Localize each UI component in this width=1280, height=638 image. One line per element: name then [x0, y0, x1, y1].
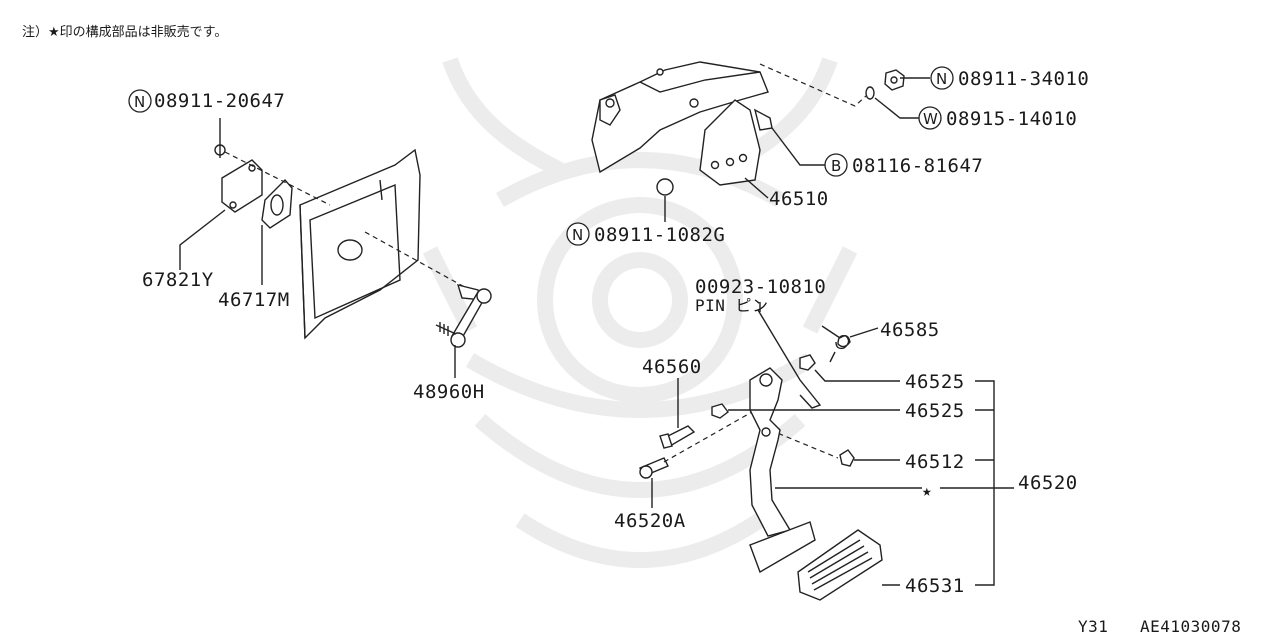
label-67821Y: 67821Y [142, 269, 214, 291]
firewall-panel [299, 148, 421, 340]
label-08915-14010: 08915-14010 [946, 108, 1077, 130]
star-mark: ★ [922, 481, 932, 500]
leader-46510 [744, 177, 769, 199]
leader-dash-rod [364, 231, 471, 291]
label-prefix: N [134, 93, 145, 111]
label-08911-20647: 08911-20647 [154, 90, 285, 112]
part-46560-bolt [659, 425, 696, 449]
footer-model: Y31 [1078, 617, 1108, 636]
label-46525-a: 46525 [905, 371, 965, 393]
part-48960H-bracket [435, 284, 492, 348]
label-prefix: B [831, 157, 841, 175]
part-46512-stopper [839, 449, 855, 467]
label-08911-34010: 08911-34010 [958, 68, 1089, 90]
leader-08915-14010 [874, 97, 920, 119]
part-nut-08911-1082G [656, 178, 674, 196]
label-46512: 46512 [905, 451, 965, 473]
note-text: 注）★印の構成部品は非販売です。 [22, 24, 227, 40]
label-prefix: W [923, 110, 938, 128]
leader-dash-stopper [769, 429, 839, 459]
label-prefix: N [936, 70, 947, 88]
label-48960H: 48960H [413, 381, 485, 403]
n-circle-icon [128, 89, 152, 113]
label-prefix: N [572, 226, 583, 244]
b-circle-icon [824, 153, 848, 177]
part-46510-bracket [591, 61, 773, 186]
part-46520A-bolt [639, 457, 669, 479]
part-67821Y-plate [221, 159, 263, 213]
label-46520A: 46520A [614, 510, 686, 532]
part-46531-pedal-pad [797, 529, 883, 601]
part-46717M-gasket [261, 178, 293, 229]
bracket-46520 [940, 380, 1014, 586]
leader-46585 [849, 327, 879, 338]
part-00923-10810-pin [757, 309, 822, 409]
leader-dash-left [224, 151, 331, 206]
leader-dash-stud [759, 63, 867, 107]
part-46520-pedal-arm [749, 367, 816, 574]
w-circle-icon [918, 106, 942, 130]
leader-08116-81647 [771, 127, 825, 166]
part-46525-bushing-a [799, 354, 816, 371]
label-pin: PIN ピン [695, 296, 769, 315]
leader-46525-a [814, 369, 900, 382]
part-nut-washer-34010 [865, 69, 905, 100]
label-46585: 46585 [880, 319, 940, 341]
part-46585-spring [821, 325, 851, 363]
n-circle-icon [566, 222, 590, 246]
leader-67821Y [179, 209, 226, 270]
label-46525-b: 46525 [905, 400, 965, 422]
label-46520: 46520 [1018, 472, 1078, 494]
label-08911-1082G: 08911-1082G [594, 224, 725, 246]
label-46560: 46560 [642, 356, 702, 378]
n-circle-icon [930, 66, 954, 90]
label-46717M: 46717M [218, 289, 290, 311]
label-46510: 46510 [769, 188, 829, 210]
label-46531: 46531 [905, 575, 965, 597]
label-00923-10810: 00923-10810 [695, 276, 826, 298]
label-08116-81647: 08116-81647 [852, 155, 983, 177]
footer-code: AE41030078 [1140, 617, 1241, 636]
leader-dash-pivot [663, 411, 753, 463]
watermark-emblem [422, 57, 858, 568]
part-46525-bushing-b [711, 403, 729, 419]
